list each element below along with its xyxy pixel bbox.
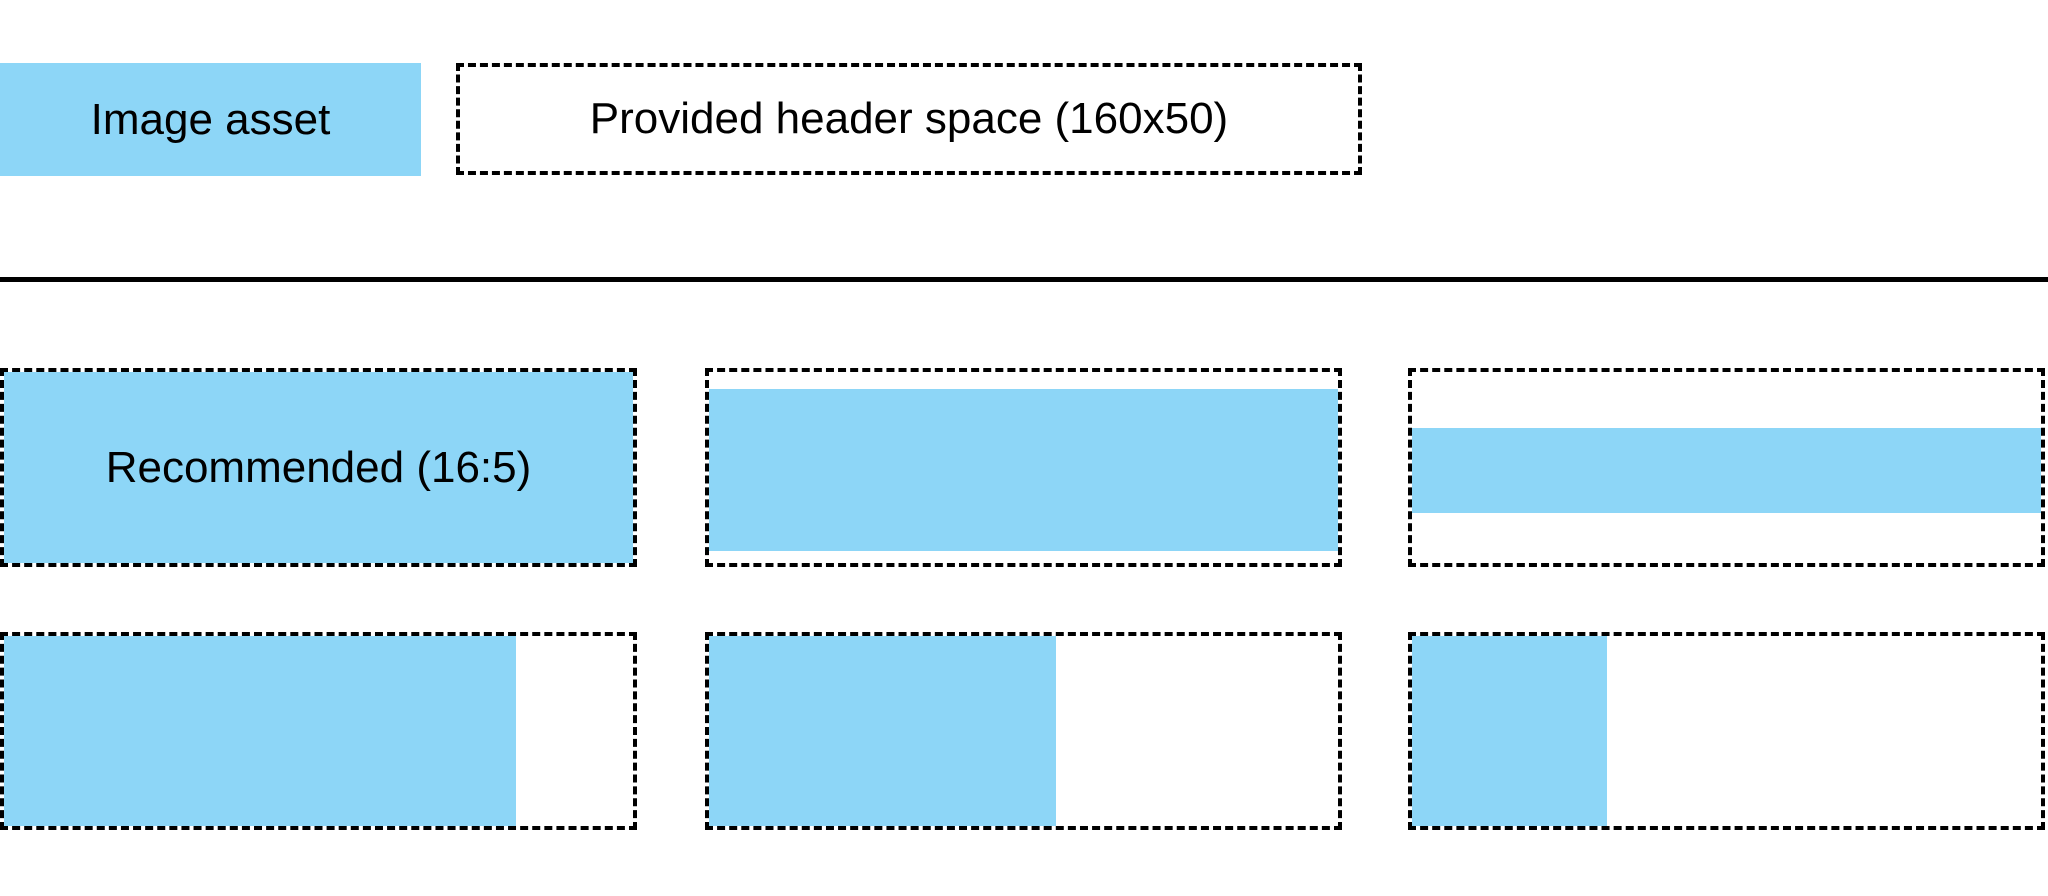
legend-header-space-label: Provided header space (160x50) [589, 94, 1229, 143]
example-box-letterbox-small-inner [709, 372, 1338, 563]
legend-image-asset-swatch: Image asset [0, 63, 421, 176]
image-asset-fill-pillarbox-small [4, 636, 516, 826]
example-box-pillarbox-small [0, 632, 637, 830]
example-box-pillarbox-large-inner [1412, 636, 2041, 826]
image-asset-fill-letterbox-large [1412, 428, 2041, 513]
image-asset-fill-pillarbox-large [1412, 636, 1607, 826]
image-asset-fill-recommended [4, 372, 633, 563]
recommended-label-wrap: Recommended (16:5) [4, 372, 633, 563]
legend-header-space-box: Provided header space (160x50) [456, 63, 1362, 175]
example-box-pillarbox-small-inner [4, 636, 633, 826]
legend-image-asset-label: Image asset [90, 94, 331, 144]
image-asset-fill-pillarbox-medium [709, 636, 1056, 826]
example-box-pillarbox-medium [705, 632, 1342, 830]
example-box-letterbox-large-inner [1412, 372, 2041, 563]
image-asset-fill-letterbox-small [709, 389, 1338, 551]
example-box-pillarbox-medium-inner [709, 636, 1338, 826]
example-box-recommended: Recommended (16:5) [0, 368, 637, 567]
recommended-label: Recommended (16:5) [105, 442, 532, 492]
example-box-pillarbox-large [1408, 632, 2045, 830]
section-divider [0, 277, 2048, 282]
example-box-recommended-inner: Recommended (16:5) [4, 372, 633, 563]
example-box-letterbox-small [705, 368, 1342, 567]
example-box-letterbox-large [1408, 368, 2045, 567]
